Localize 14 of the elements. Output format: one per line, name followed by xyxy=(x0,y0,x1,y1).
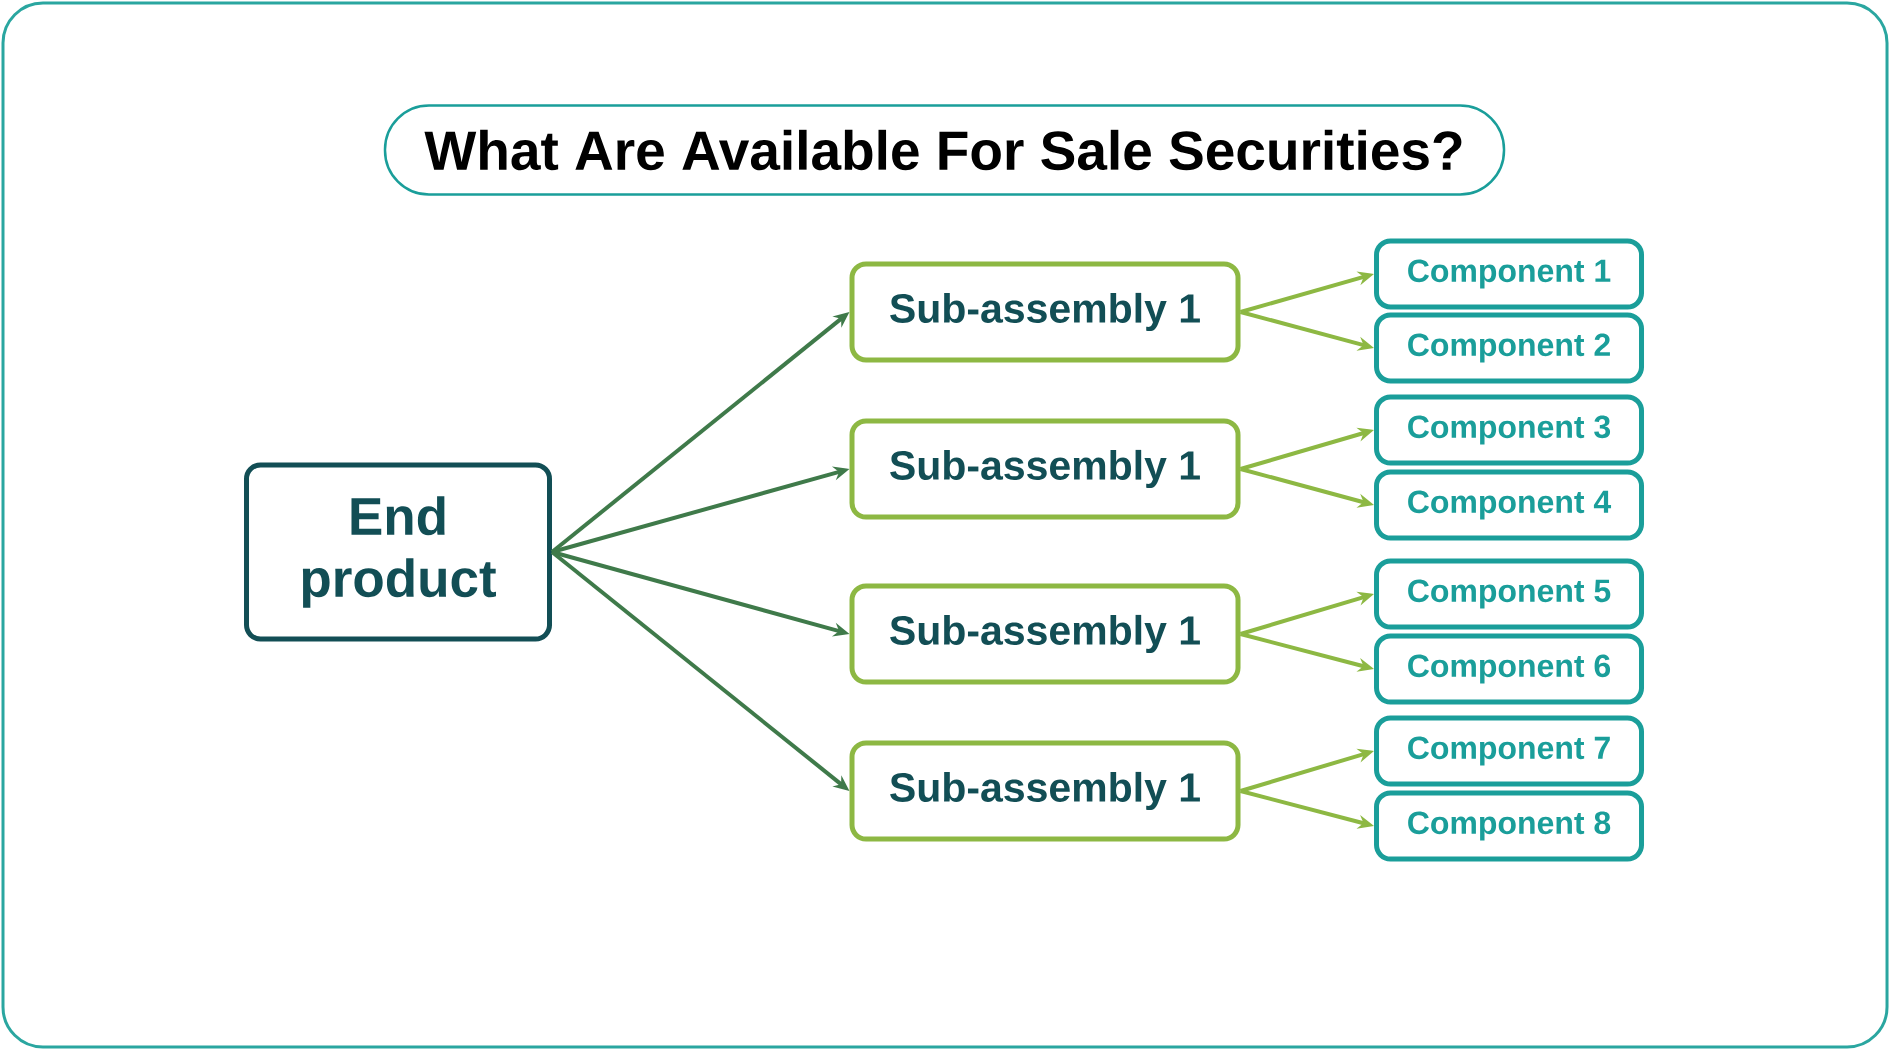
component-box: Component 3 xyxy=(1374,394,1644,466)
component-box: Component 8 xyxy=(1374,790,1644,862)
end-product-box: End product xyxy=(244,462,552,642)
component-box: Component 1 xyxy=(1374,238,1644,310)
component-box: Component 2 xyxy=(1374,312,1644,384)
component-box: Component 7 xyxy=(1374,715,1644,787)
sub-assembly-box: Sub-assembly 1 xyxy=(849,418,1241,520)
component-box: Component 6 xyxy=(1374,633,1644,705)
sub-assembly-box: Sub-assembly 1 xyxy=(849,261,1241,363)
title: What Are Available For Sale Securities? xyxy=(383,104,1506,196)
component-box: Component 4 xyxy=(1374,469,1644,541)
sub-assembly-box: Sub-assembly 1 xyxy=(849,740,1241,842)
sub-assembly-box: Sub-assembly 1 xyxy=(849,583,1241,685)
component-box: Component 5 xyxy=(1374,558,1644,630)
